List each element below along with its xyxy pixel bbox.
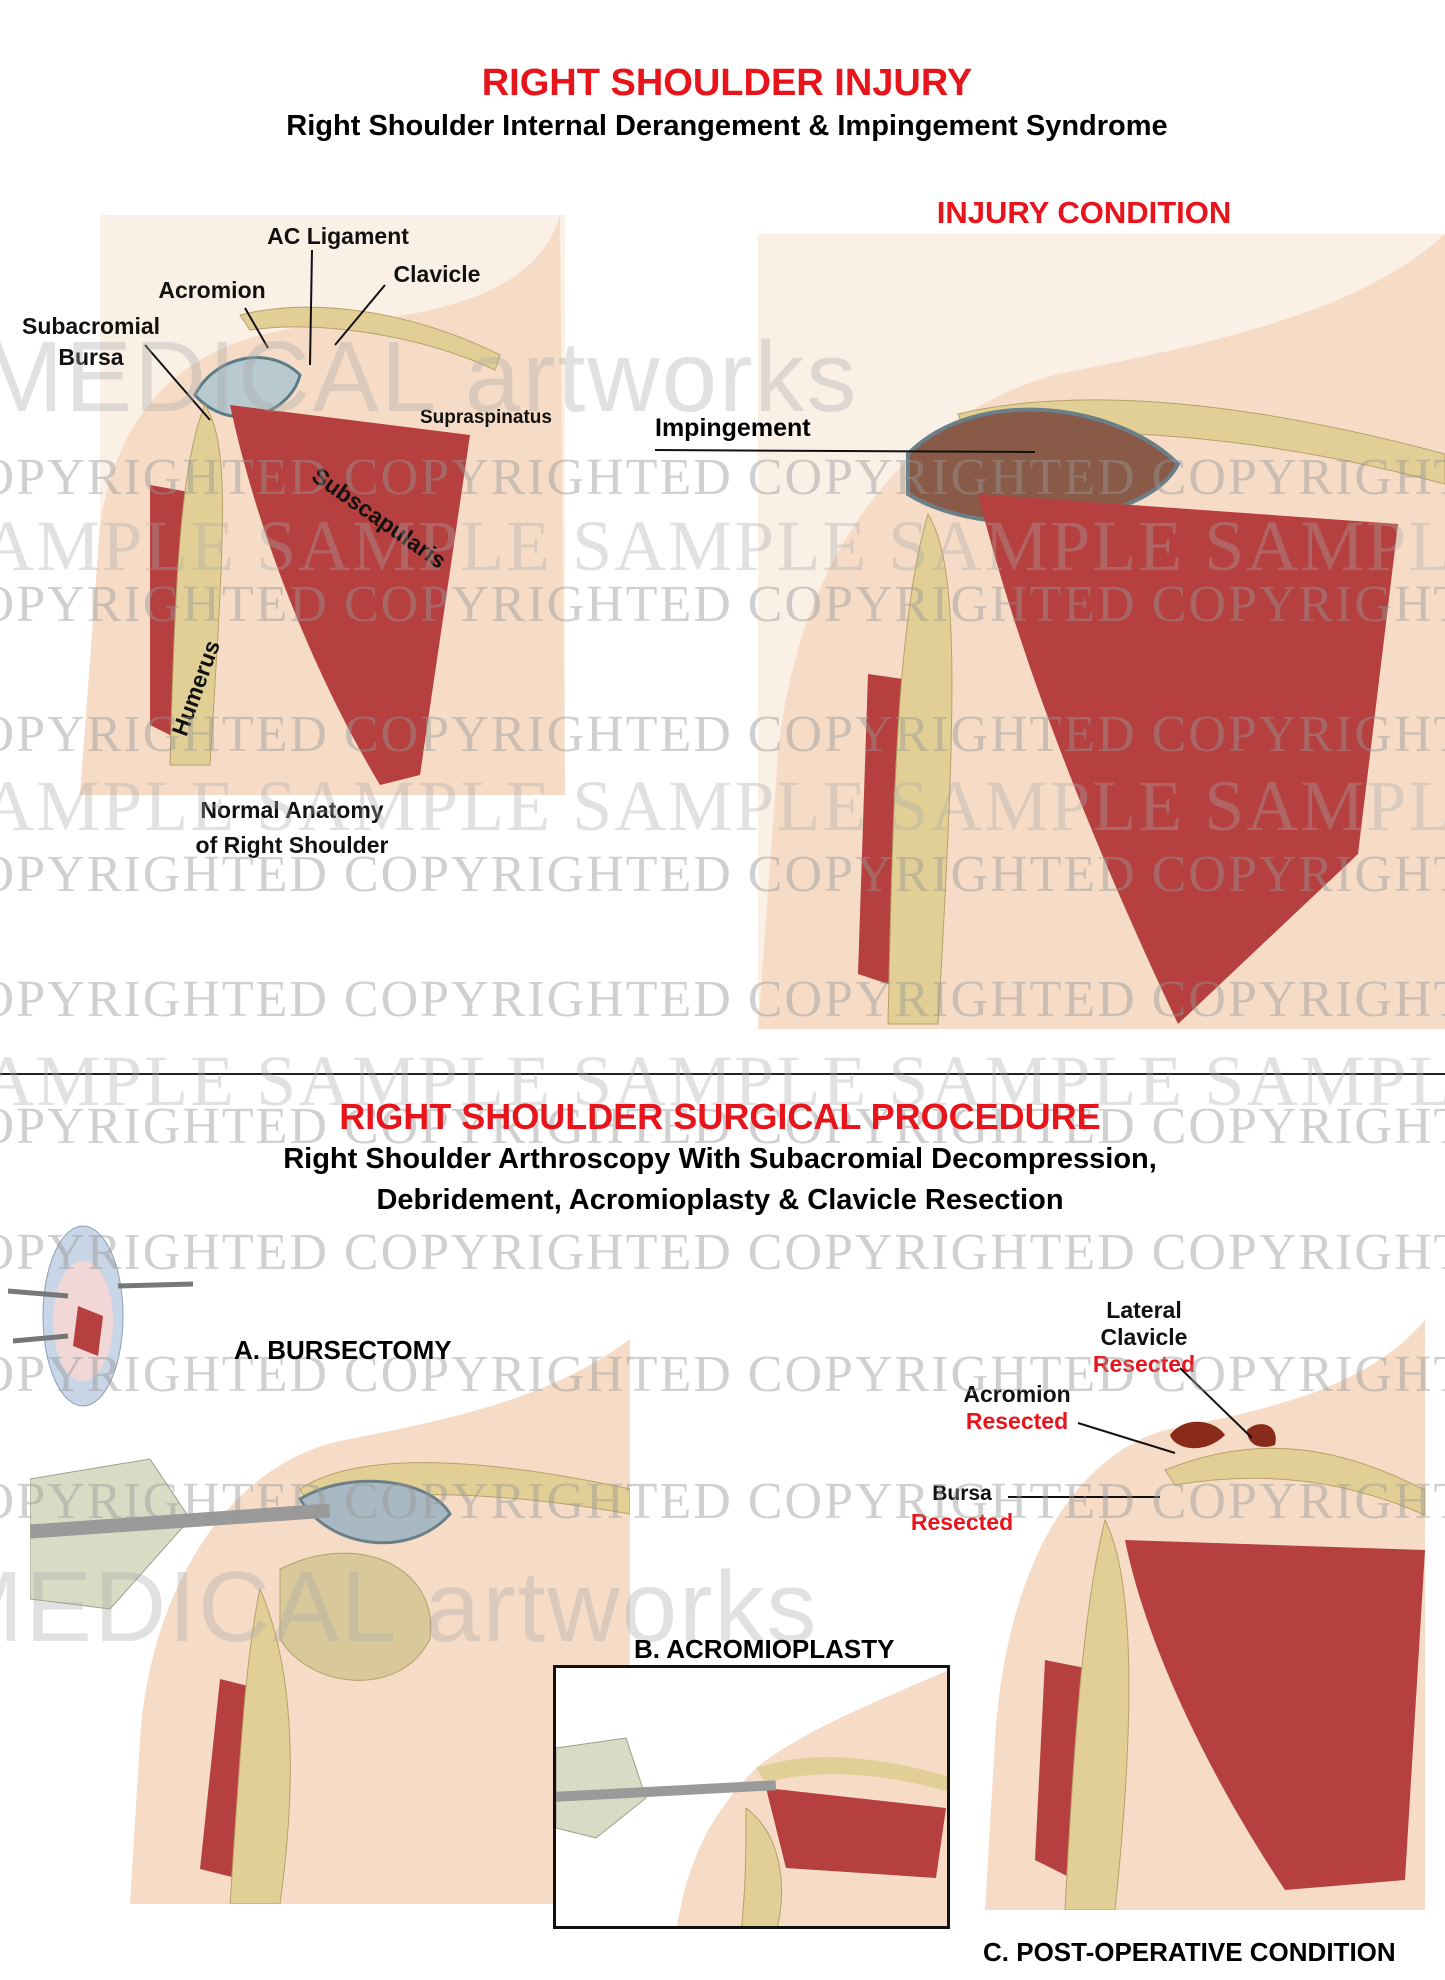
- caption-normal-line2: of Right Shoulder: [195, 831, 389, 858]
- injury-subtitle: Right Shoulder Internal Derangement & Im…: [286, 110, 1168, 142]
- injury-condition-illustration: [758, 234, 1445, 1029]
- label-post-clavicle: Clavicle: [1100, 1323, 1188, 1350]
- label-post-bursa: Bursa: [932, 1481, 992, 1505]
- injury-title: RIGHT SHOULDER INJURY: [481, 62, 973, 104]
- procedure-subtitle-line2: Debridement, Acromioplasty & Clavicle Re…: [376, 1184, 1064, 1216]
- label-clavicle: Clavicle: [393, 260, 481, 287]
- acromioplasty-inset-box: [553, 1665, 950, 1929]
- label-ac-ligament: AC Ligament: [267, 222, 409, 249]
- label-bursa: Bursa: [58, 343, 124, 370]
- post-operative-illustration: [985, 1320, 1425, 1910]
- section-divider: [0, 1073, 1445, 1075]
- label-acromion-resected: Resected: [965, 1407, 1069, 1434]
- injury-condition-heading: INJURY CONDITION: [936, 195, 1232, 230]
- acromioplasty-illustration: [556, 1670, 947, 1926]
- step-a-label: A. BURSECTOMY: [234, 1335, 452, 1365]
- label-subacromial: Subacromial: [21, 312, 161, 339]
- label-impingement: Impingement: [655, 414, 811, 442]
- label-acromion: Acromion: [158, 276, 266, 303]
- step-c-label: C. POST-OPERATIVE CONDITION: [983, 1937, 1396, 1967]
- procedure-title: RIGHT SHOULDER SURGICAL PROCEDURE: [339, 1096, 1101, 1137]
- label-lateral: Lateral: [1106, 1296, 1182, 1323]
- procedure-subtitle-line1: Right Shoulder Arthroscopy With Subacrom…: [283, 1143, 1157, 1175]
- normal-anatomy-illustration: [80, 215, 565, 795]
- arthroscopy-inset-illustration: [8, 1225, 194, 1407]
- bursectomy-illustration: [30, 1339, 630, 1904]
- label-post-acromion: Acromion: [963, 1380, 1071, 1407]
- normal-leader-lines: [144, 249, 386, 421]
- step-b-label: B. ACROMIOPLASTY: [634, 1634, 895, 1664]
- impingement-leader-line: [654, 449, 1036, 453]
- label-bursa-resected: Resected: [910, 1508, 1014, 1535]
- label-clavicle-resected: Resected: [1092, 1350, 1196, 1377]
- caption-normal-line1: Normal Anatomy: [200, 796, 384, 823]
- label-supraspinatus: Supraspinatus: [420, 407, 552, 429]
